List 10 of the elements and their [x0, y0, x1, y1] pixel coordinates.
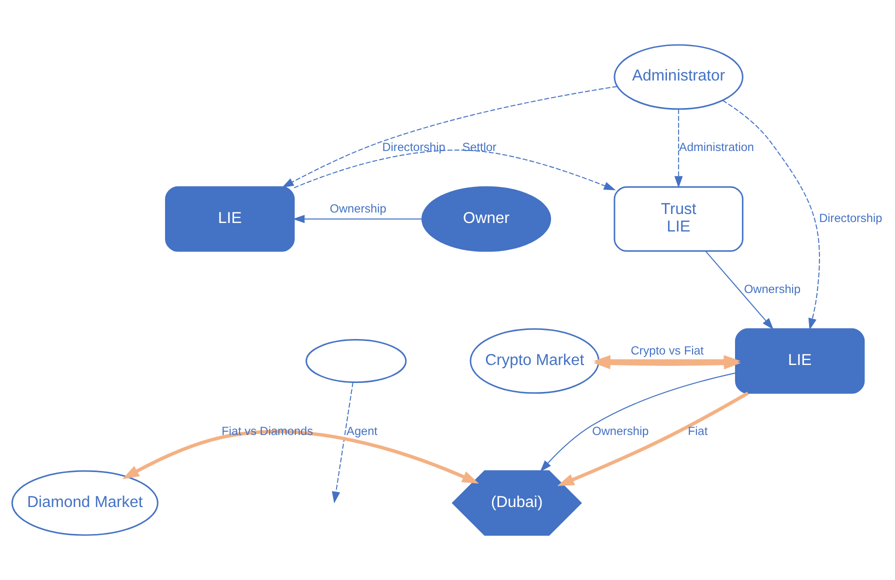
edge-label: Crypto vs Fiat — [630, 344, 704, 358]
edge-label: Ownership — [744, 282, 801, 296]
edge-label: Agent — [346, 424, 378, 438]
edge-label: Directorship — [819, 211, 882, 226]
edge-label: Directorship — [382, 140, 446, 154]
edge-label: Administration — [679, 140, 754, 154]
edge-label: Ownership — [592, 424, 649, 438]
edge-label: Ownership — [330, 202, 386, 216]
edge-label: Fiat — [688, 424, 708, 438]
edge-label: Settlor — [462, 140, 496, 154]
